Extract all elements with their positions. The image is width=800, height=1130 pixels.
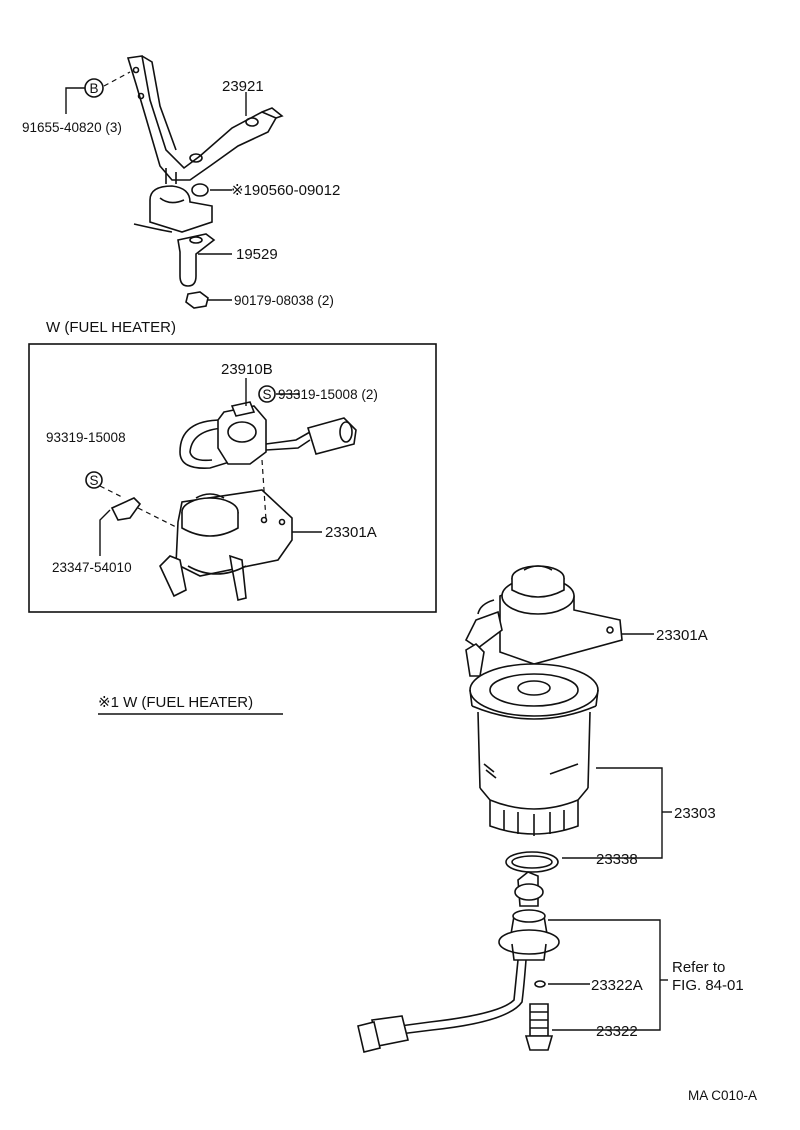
bracket-19529 [177,233,216,287]
washer-23322a [534,980,546,988]
label-190560-09012: ※190560-09012 [231,182,340,199]
label-23338: 23338 [596,851,638,868]
nut-90179 [185,291,209,309]
svg-text:S: S [262,387,271,402]
screw-marker-s2: S [85,471,103,489]
heater-detail-box [28,343,437,613]
svg-text:B: B [89,81,98,96]
filter-element-23303 [469,663,599,836]
bolt-marker-b: B [84,78,104,98]
sensor-23322 [524,1003,554,1051]
refer-figure-label: FIG. 84-01 [672,977,744,994]
fuel-heater-note: ※1 W (FUEL HEATER) [98,694,253,711]
label-90179-08038: 90179-08038 (2) [234,293,334,308]
clamp-23347 [110,497,142,521]
label-23322a: 23322A [591,977,643,994]
refer-to-label: Refer to [672,959,725,976]
label-93319-15008-2: 93319-15008 (2) [278,387,378,402]
label-93319-15008: 93319-15008 [46,430,126,445]
label-19529: 19529 [236,246,278,263]
label-23910b: 23910B [221,361,273,378]
label-91655-40820: 91655-40820 (3) [22,120,122,135]
label-23303: 23303 [674,805,716,822]
screw-marker-s1: S [258,385,276,403]
o-ring-23338 [505,851,559,873]
drain-plug-sensor [357,871,560,1053]
filter-head-23301a [464,565,623,677]
heater-box-title: W (FUEL HEATER) [46,319,176,336]
label-23301a-box: 23301A [325,524,377,541]
label-23347-54010: 23347-54010 [52,560,132,575]
figure-code: MA C010-A [688,1088,757,1103]
label-23301a: 23301A [656,627,708,644]
filter-head-23301a-box [159,489,293,601]
rubber-mount [133,183,213,233]
label-23322: 23322 [596,1023,638,1040]
bracket-23921 [126,55,284,184]
label-23921: 23921 [222,78,264,95]
heater-23910b [179,401,357,469]
svg-text:S: S [89,473,98,488]
